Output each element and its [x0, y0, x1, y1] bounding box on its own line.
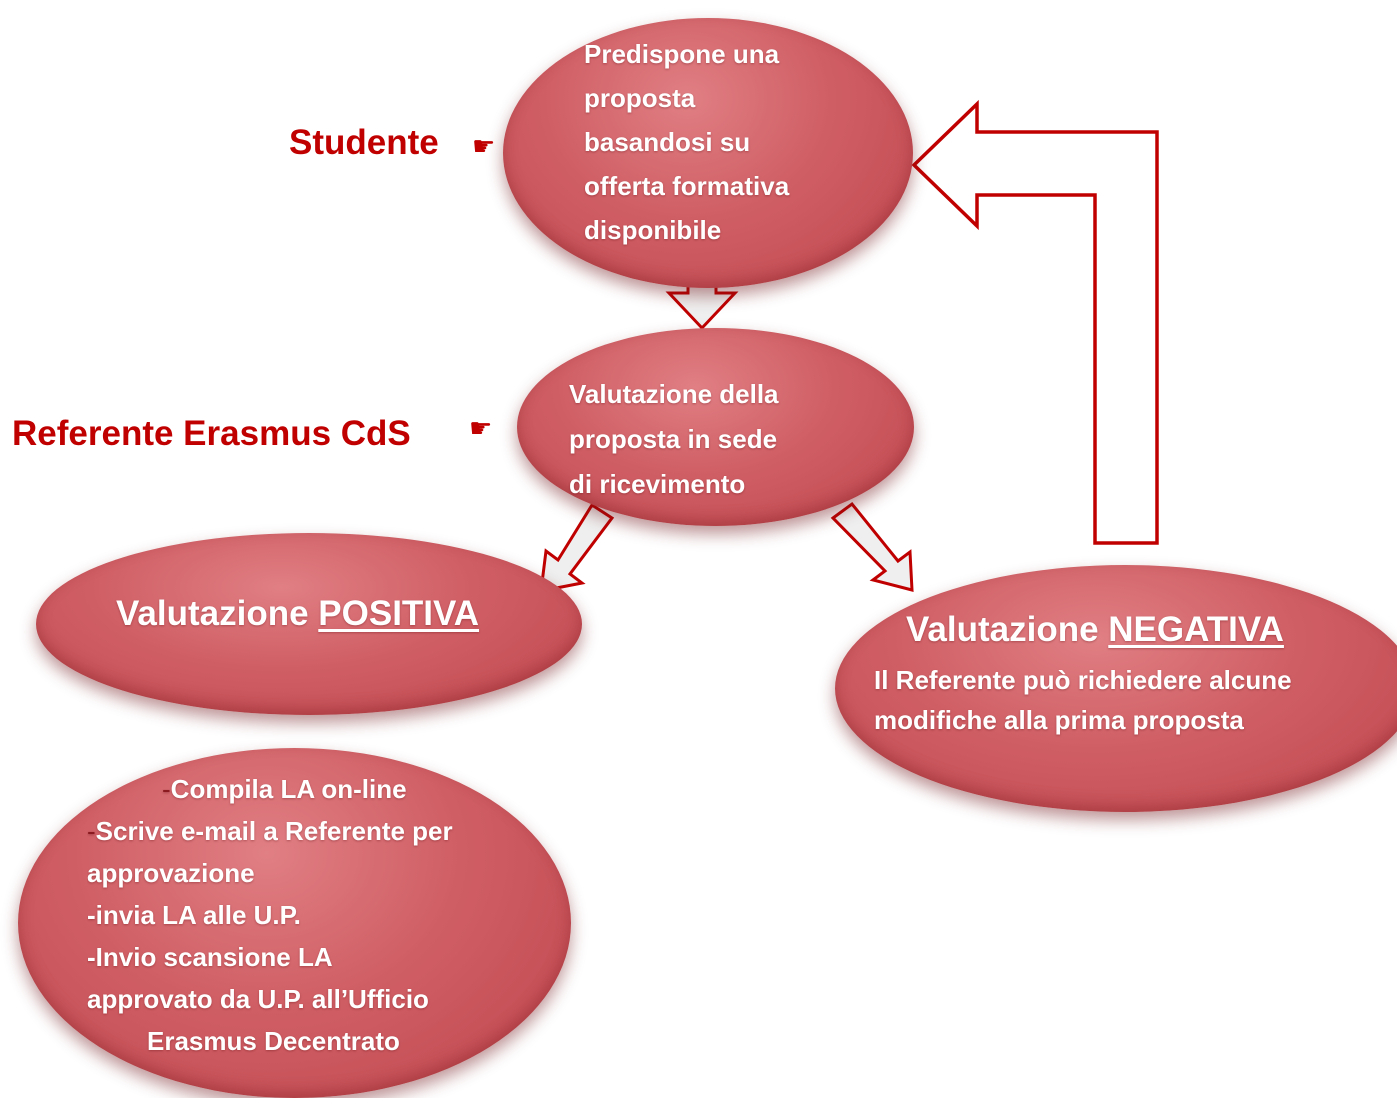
node-proposal-text: Predispone una proposta basandosi su off…	[584, 32, 789, 252]
text-line: -Compila LA on-line	[87, 768, 567, 810]
negative-emphasis: NEGATIVA	[1108, 610, 1284, 649]
dash: -	[87, 816, 96, 846]
step-scrive: Scrive e-mail a Referente per	[95, 816, 453, 846]
feedback-arrow	[911, 99, 1159, 545]
node-steps-text: -Compila LA on-line -Scrive e-mail a Ref…	[87, 768, 567, 1062]
node-evaluation	[517, 328, 914, 526]
arrow-to-positive	[539, 502, 615, 593]
step-compila: Compila LA on-line	[170, 774, 407, 804]
text-line: -Invio scansione LA	[87, 942, 333, 972]
text-line: basandosi su	[584, 127, 751, 157]
text-line: Erasmus Decentrato	[147, 1026, 400, 1056]
node-evaluation-text: Valutazione della proposta in sede di ri…	[569, 372, 779, 507]
positive-prefix: Valutazione	[116, 594, 319, 633]
text-line: disponibile	[584, 215, 722, 245]
text-line: modifiche alla prima proposta	[874, 705, 1244, 735]
node-negative	[835, 565, 1397, 812]
text-line: Valutazione della	[569, 379, 779, 409]
arrow-to-negative	[830, 501, 914, 592]
pointing-hand-icon: ☛	[0, 894, 1, 920]
node-positive-text: Valutazione POSITIVA	[116, 592, 479, 636]
role-studente: Studente	[289, 123, 439, 162]
text-line: proposta in sede	[569, 424, 778, 454]
text-line: approvato da U.P. all’Ufficio	[87, 984, 429, 1014]
node-negative-title: Valutazione NEGATIVA	[906, 608, 1284, 652]
text-line: proposta	[584, 83, 696, 113]
node-positive	[36, 533, 582, 715]
text-line: offerta formativa	[584, 171, 790, 201]
node-steps	[18, 748, 571, 1098]
text-line: Predispone una	[584, 39, 780, 69]
text-line: di ricevimento	[569, 469, 746, 499]
text-line: Il Referente può richiedere alcune	[874, 665, 1292, 695]
negative-prefix: Valutazione	[906, 610, 1109, 649]
dash: -	[162, 774, 171, 804]
role-referente-erasmus: Referente Erasmus CdS	[12, 414, 411, 453]
pointing-hand-icon: ☛	[472, 131, 496, 161]
node-negative-text: Il Referente può richiedere alcune modif…	[874, 660, 1292, 740]
text-line: approvazione	[87, 858, 255, 888]
positive-emphasis: POSITIVA	[318, 594, 480, 633]
text-line: -invia LA alle U.P.	[87, 900, 301, 930]
text-line: -Scrive e-mail a Referente per	[87, 810, 567, 852]
pointing-hand-icon: ☛	[469, 413, 493, 443]
node-proposal	[503, 18, 913, 288]
